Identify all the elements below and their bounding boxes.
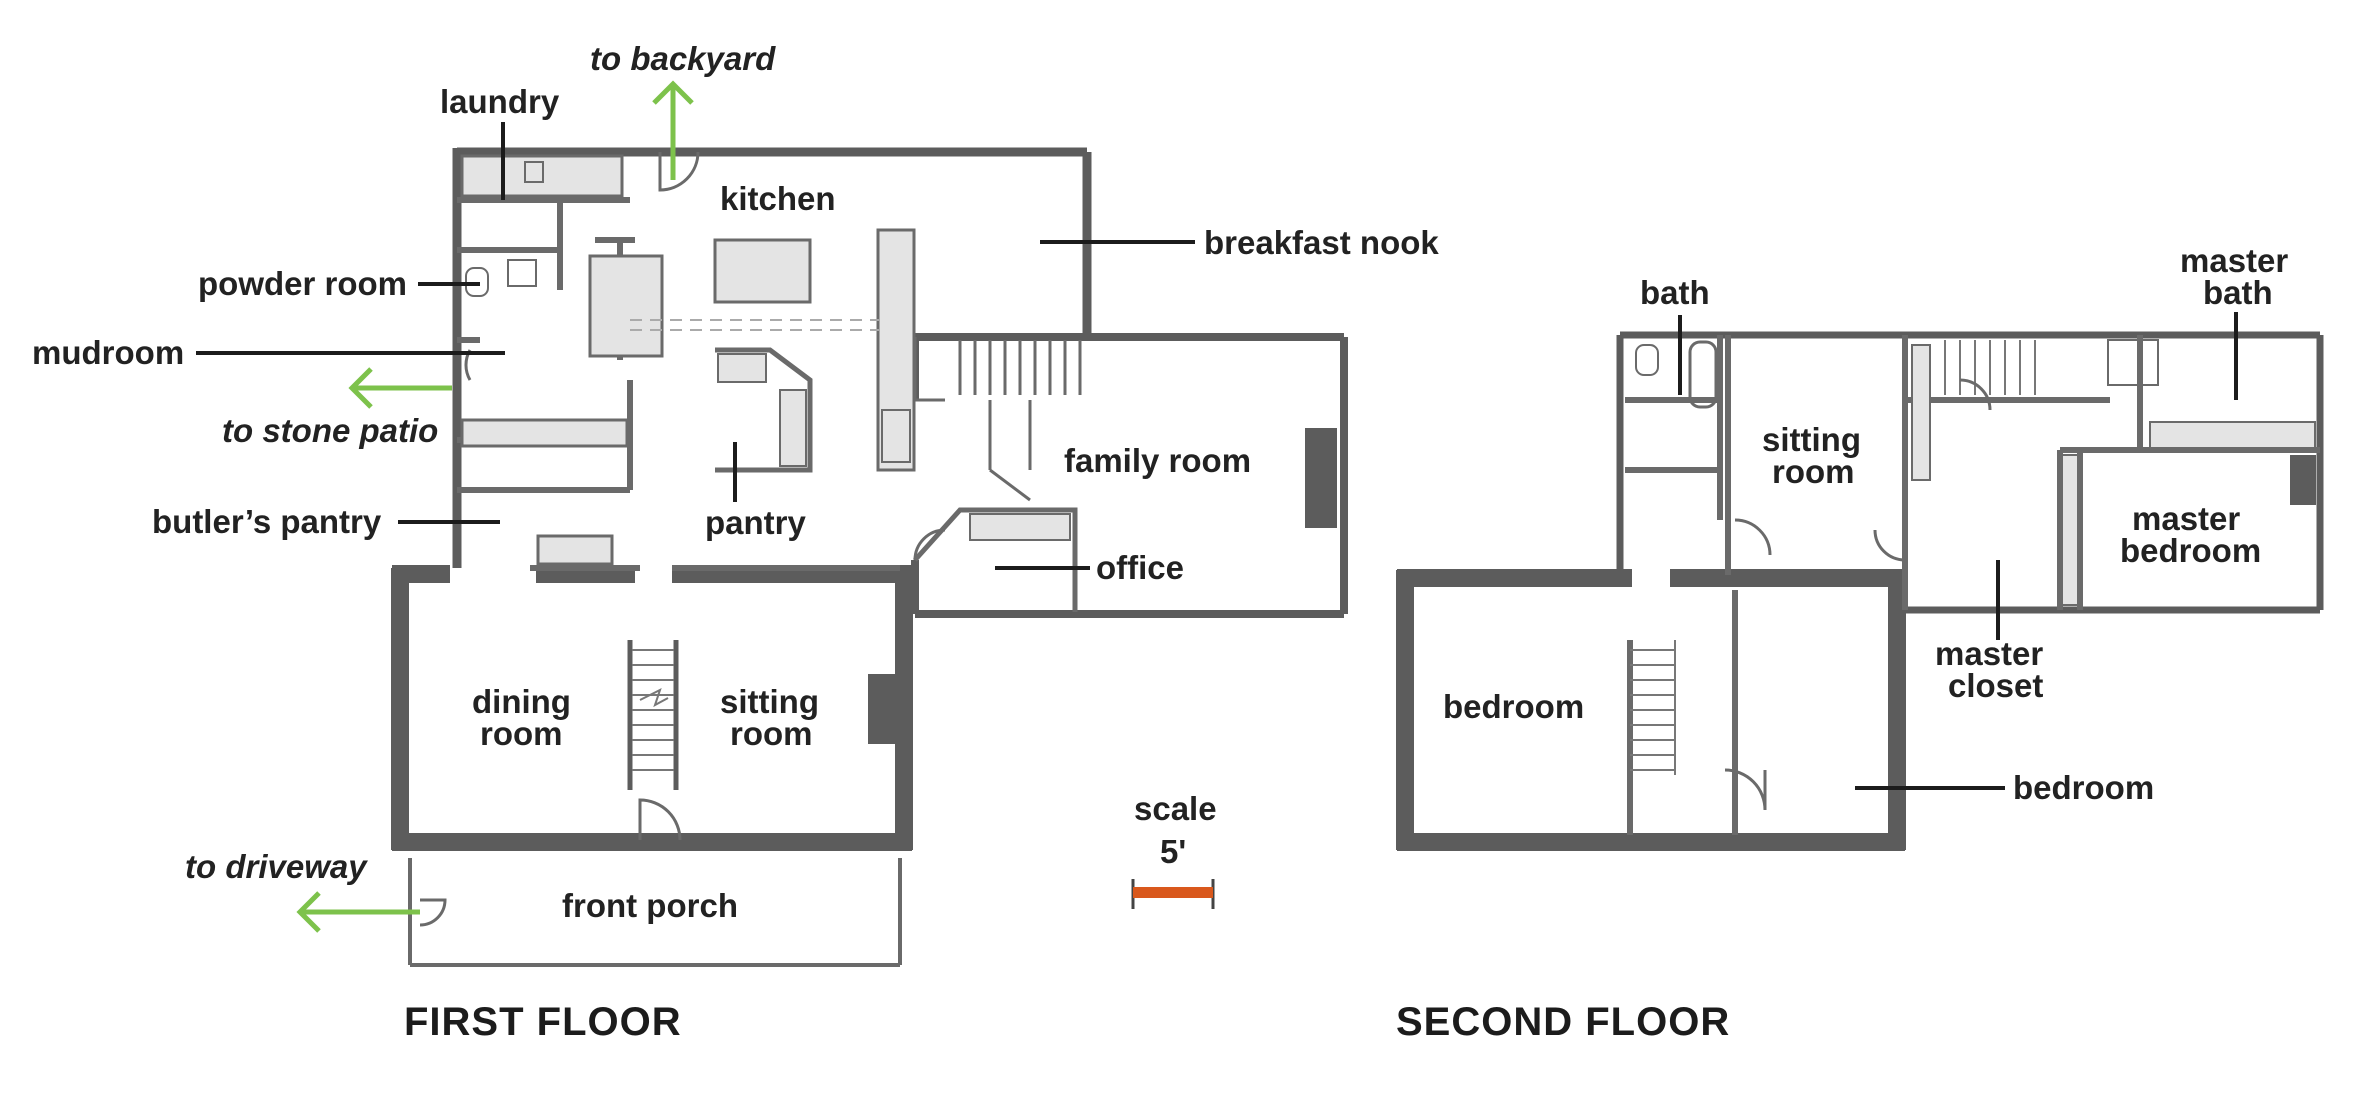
- label-master-bath-2: bath: [2203, 274, 2273, 311]
- master-shower-icon: [2107, 339, 2159, 386]
- upper-front-walls: [1396, 569, 1906, 851]
- front-stair-icon: [632, 649, 674, 771]
- first-floor-plan: [391, 147, 1348, 967]
- label-upper-sitting-room-1: sitting: [1762, 421, 1861, 458]
- label-bedroom-right: bedroom: [2013, 769, 2154, 806]
- label-mudroom: mudroom: [32, 334, 184, 371]
- sitting-room-fireplace: [868, 674, 898, 744]
- mudroom-bench: [588, 254, 664, 358]
- label-upper-sitting-room-2: room: [1772, 453, 1855, 490]
- powder-room-sink-icon: [507, 259, 537, 287]
- first-floor-title: FIRST FLOOR: [404, 1000, 682, 1044]
- label-to-driveway: to driveway: [185, 848, 368, 885]
- closet-shelf-right: [2061, 454, 2079, 606]
- range-icon: [881, 409, 911, 463]
- label-master-bedroom-1: master: [2132, 500, 2240, 537]
- label-master-closet-2: closet: [1948, 667, 2043, 704]
- exit-arrows: [296, 80, 694, 933]
- label-laundry: laundry: [440, 83, 560, 120]
- laundry-sink-icon: [524, 161, 544, 183]
- second-floor-leaders: [1678, 312, 2238, 790]
- rear-stair-icon: [913, 337, 1082, 502]
- pantry-walls: [715, 347, 813, 473]
- label-master-closet-1: master: [1935, 635, 2043, 672]
- door-swing-icon: [419, 151, 946, 927]
- label-front-porch: front porch: [562, 887, 738, 924]
- rear-interior-walls: [457, 197, 900, 571]
- master-vanity: [2149, 421, 2316, 449]
- family-room-fireplace: [1305, 428, 1337, 528]
- label-pantry: pantry: [705, 504, 807, 541]
- center-partition: [627, 640, 679, 790]
- first-floor-leaders: [196, 122, 1195, 570]
- scale-value: 5': [1160, 833, 1186, 870]
- second-floor-plan: [1396, 331, 2324, 851]
- office-walls: [913, 507, 1078, 612]
- front-block-walls: [391, 565, 913, 851]
- office-desk: [969, 513, 1071, 541]
- door-swing-icon-upper: [1724, 378, 1992, 811]
- second-floor-title: SECOND FLOOR: [1396, 1000, 1730, 1044]
- label-master-bath-1: master: [2180, 242, 2288, 279]
- label-master-bedroom-2: bedroom: [2120, 532, 2261, 569]
- label-dining-room-2: room: [480, 715, 563, 752]
- upper-stair-icon: [1630, 640, 1676, 775]
- label-butlers-pantry: butler’s pantry: [152, 503, 382, 540]
- master-bedroom-shelf: [2290, 455, 2316, 505]
- scale-label: scale: [1134, 790, 1217, 827]
- label-to-backyard: to backyard: [590, 40, 776, 77]
- kitchen-counter-range: [876, 228, 916, 472]
- bath-toilet-icon: [1635, 344, 1659, 376]
- label-bath: bath: [1640, 274, 1710, 311]
- tub-icon: [1688, 340, 1718, 409]
- upper-rear-walls: [1616, 331, 2324, 614]
- label-sitting-room-1: sitting: [720, 683, 819, 720]
- arrow-icon-stone-patio: [348, 367, 452, 409]
- label-kitchen: kitchen: [720, 180, 836, 217]
- family-room-walls: [911, 333, 1348, 618]
- label-dining-room-1: dining: [472, 683, 571, 720]
- label-sitting-room-2: room: [730, 715, 813, 752]
- label-family-room: family room: [1064, 442, 1251, 479]
- label-to-stone-patio: to stone patio: [222, 412, 438, 449]
- butler-pantry-counter: [460, 418, 629, 448]
- kitchen-island: [713, 238, 812, 304]
- closet-shelf-left: [1911, 344, 1931, 481]
- arrow-icon-backyard: [652, 80, 694, 180]
- upper-interior-walls: [1625, 335, 2320, 835]
- label-powder-room: powder room: [198, 265, 407, 302]
- upper-rear-stair-icon: [1944, 340, 2036, 395]
- label-office: office: [1096, 549, 1184, 586]
- butler-pantry-cabinet: [536, 534, 614, 566]
- label-breakfast-nook: breakfast nook: [1204, 224, 1439, 261]
- label-bedroom-left: bedroom: [1443, 688, 1584, 725]
- arrow-icon-driveway: [296, 891, 420, 933]
- scale-bar: [1131, 879, 1215, 909]
